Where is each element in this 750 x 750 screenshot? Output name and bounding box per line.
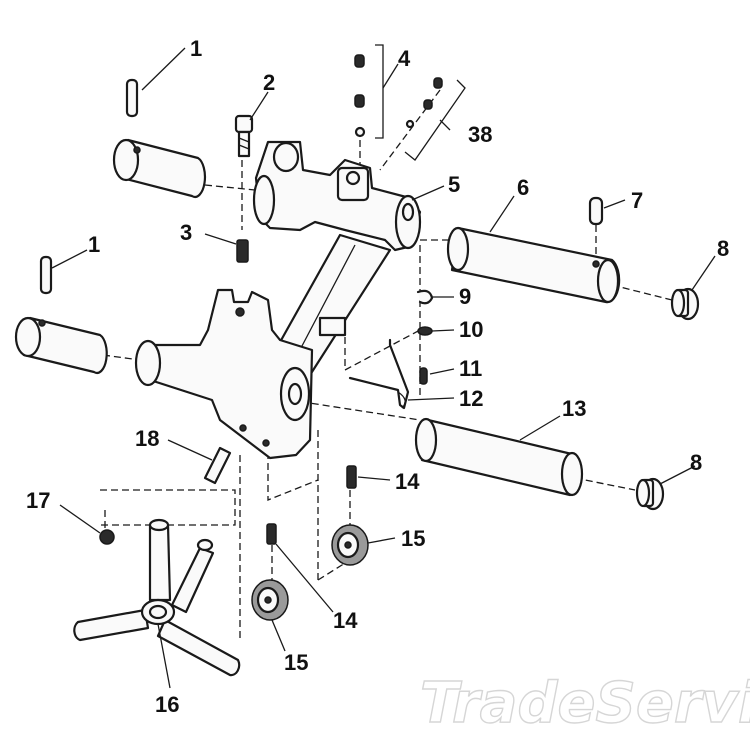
upper-left-sleeve <box>112 138 207 198</box>
callout-14-upper: 14 <box>395 469 420 494</box>
callout-15-upper: 15 <box>401 526 425 551</box>
part-17-nut <box>99 529 115 545</box>
callout-7: 7 <box>631 188 643 213</box>
callout-3: 3 <box>180 220 192 245</box>
leader-lines <box>51 44 716 689</box>
part-1-pin-lower <box>39 255 53 295</box>
part-9-spring-clip <box>416 289 434 305</box>
part-4-pins <box>354 54 366 138</box>
upper-frame <box>252 140 422 252</box>
callout-2: 2 <box>263 70 275 95</box>
callout-9: 9 <box>459 284 471 309</box>
part-13-roller <box>414 417 584 497</box>
part-10-washer <box>417 326 433 336</box>
callout-16: 16 <box>155 692 179 717</box>
part-3-setscrew <box>236 239 249 263</box>
part-6-roller <box>446 226 621 304</box>
callout-10: 10 <box>459 317 483 342</box>
part-11-pin <box>419 367 428 385</box>
callout-labels: 1 2 3 4 38 5 6 7 8 1 9 10 11 12 13 8 18 … <box>26 36 729 717</box>
part-7-pin <box>588 196 604 226</box>
callout-4: 4 <box>398 46 411 71</box>
callout-8-upper: 8 <box>717 236 729 261</box>
part-15-gear-upper <box>331 524 369 566</box>
part-14-setscrew-upper <box>346 465 357 489</box>
part-38-pins <box>405 77 443 129</box>
callout-11: 11 <box>459 356 482 381</box>
lower-left-sleeve <box>14 316 108 375</box>
watermark: TradeService <box>420 671 750 736</box>
part-1-pin-upper <box>125 78 139 118</box>
callout-12: 12 <box>459 386 483 411</box>
callout-18: 18 <box>135 426 159 451</box>
lower-frame <box>134 288 314 460</box>
part-15-gear-lower <box>251 579 289 621</box>
callout-14-lower: 14 <box>333 608 358 633</box>
callout-17: 17 <box>26 488 50 513</box>
part-14-setscrew-lower <box>266 523 277 545</box>
part-16-handle <box>73 518 241 677</box>
callout-1-lower: 1 <box>88 232 100 257</box>
part-2-screw <box>234 114 254 158</box>
callout-1-upper: 1 <box>190 36 202 61</box>
part-18-pin <box>203 446 232 485</box>
callout-13: 13 <box>562 396 586 421</box>
callout-15-lower: 15 <box>284 650 308 675</box>
part-8-cap-upper <box>670 287 700 321</box>
callout-38: 38 <box>468 122 492 147</box>
part-8-cap-lower <box>635 477 665 511</box>
part-12-bent-rod <box>348 338 410 410</box>
callout-5: 5 <box>448 172 460 197</box>
callout-6: 6 <box>517 175 529 200</box>
callout-8-lower: 8 <box>690 450 702 475</box>
